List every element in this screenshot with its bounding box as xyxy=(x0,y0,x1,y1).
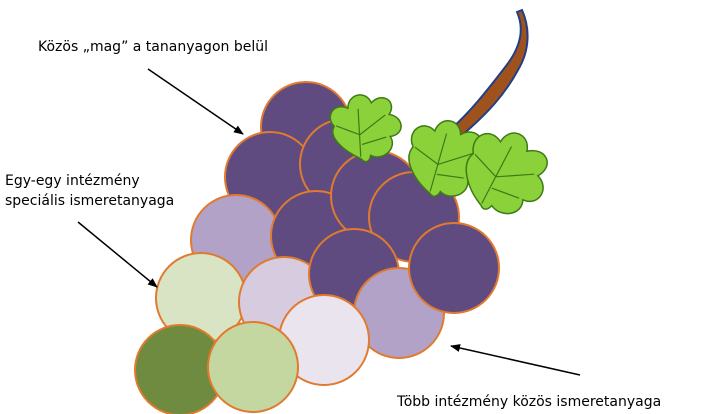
core-knowledge-label: Közös „mag” a tananyagon belül xyxy=(38,37,268,57)
arrow-special xyxy=(78,222,157,287)
institution-specific-label: Egy-egy intézmény speciális ismeretanyag… xyxy=(5,171,174,211)
arrow-core xyxy=(148,69,243,134)
grape-dark xyxy=(409,223,499,313)
grape-light-green xyxy=(208,322,298,412)
arrow-shared xyxy=(451,346,580,375)
institution-specific-line-2: speciális ismeretanyaga xyxy=(5,191,174,211)
shared-knowledge-label: Több intézmény közös ismeretanyaga xyxy=(397,392,661,412)
institution-specific-line-1: Egy-egy intézmény xyxy=(5,171,174,191)
